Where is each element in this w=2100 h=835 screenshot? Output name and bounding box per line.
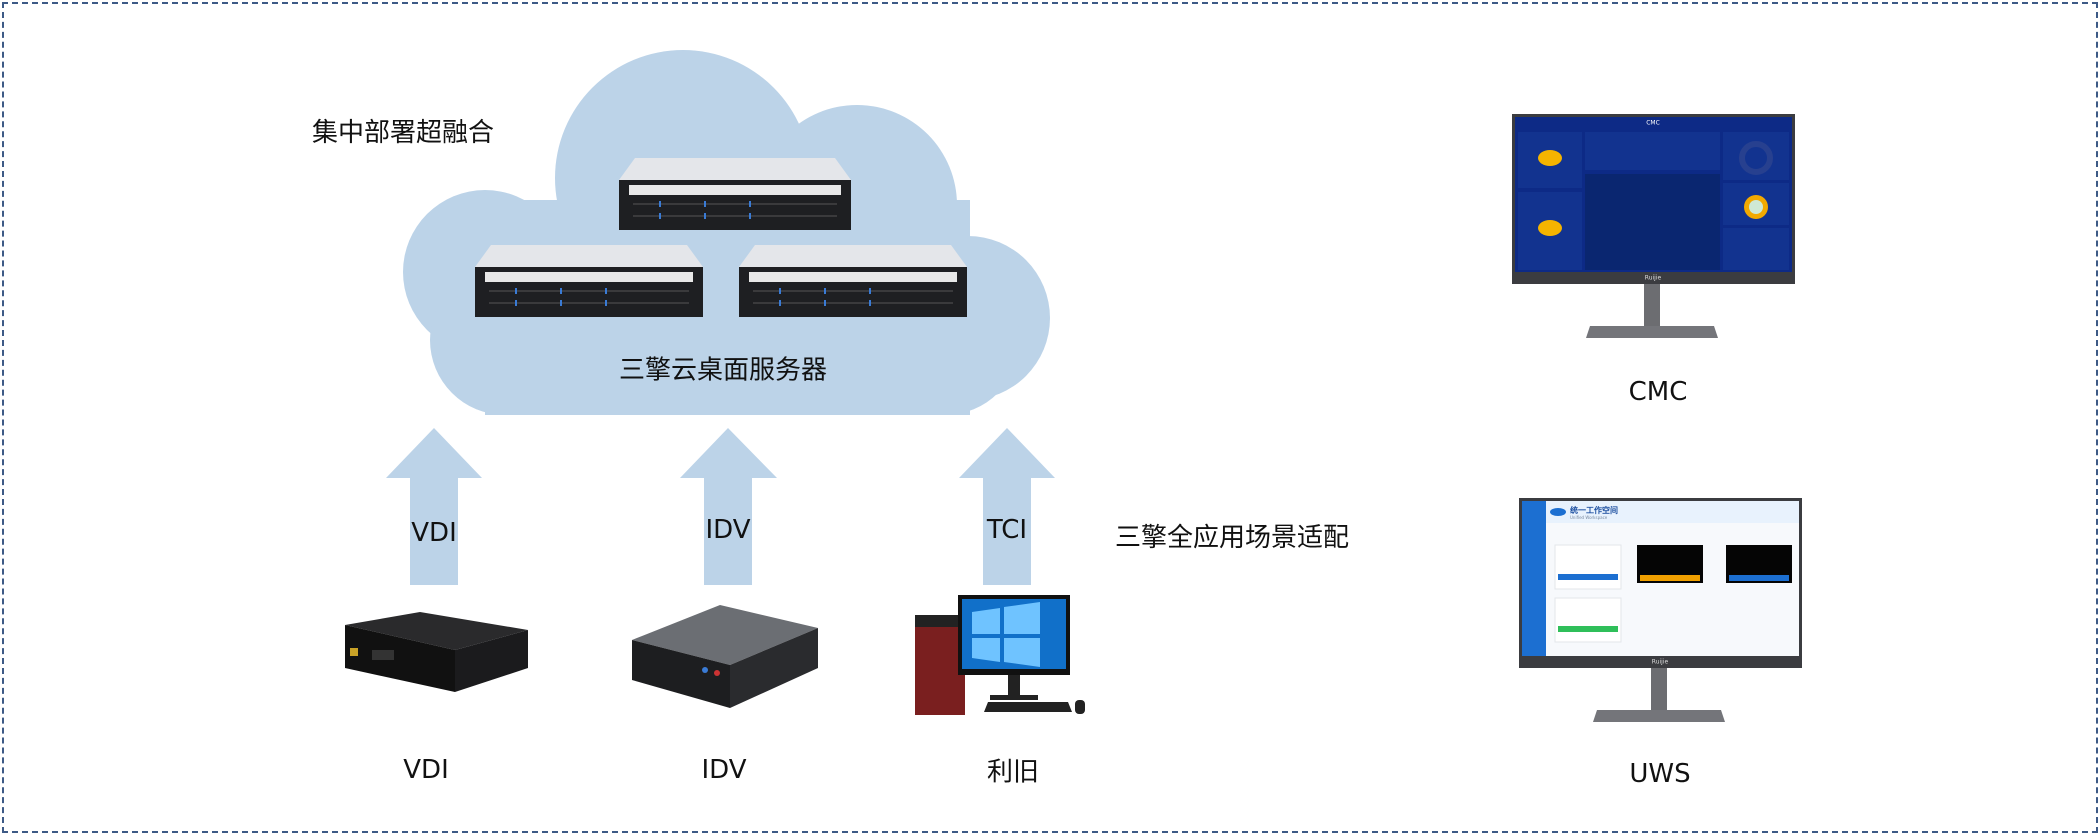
uws-screen-title: 统一工作空间: [1570, 506, 1618, 515]
arrow-label-idv: IDV: [705, 515, 751, 545]
arrow-up-tci: [959, 428, 1055, 585]
scenario-caption: 三擎全应用场景适配: [1115, 523, 1350, 553]
hyperconverged-caption: 集中部署超融合: [312, 118, 495, 148]
server-top: [619, 158, 851, 230]
device-label-vdi: VDI: [403, 755, 449, 785]
cmc-screen-title: CMC: [1646, 119, 1660, 127]
arrow-up-idv: [680, 428, 777, 585]
device-label-idv: IDV: [701, 755, 747, 785]
server-bottom-left: [475, 245, 703, 317]
arrow-label-vdi: VDI: [411, 518, 457, 548]
arrow-up-vdi: [386, 428, 482, 585]
device-label-legacy: 利旧: [986, 757, 1040, 788]
idv-terminal-device: [632, 605, 818, 708]
server-caption: 三擎云桌面服务器: [618, 355, 828, 386]
uws-screen-subtitle: Unified Workspace: [1570, 515, 1608, 520]
uws-monitor: [1519, 498, 1802, 722]
vdi-terminal-device: [345, 612, 528, 692]
monitor-label-uws: UWS: [1629, 759, 1691, 789]
legacy-pc-device: [915, 595, 1085, 715]
uws-monitor-brand: Ruijie: [1651, 658, 1669, 666]
cmc-monitor: [1512, 114, 1795, 338]
monitor-label-cmc: CMC: [1628, 377, 1688, 407]
server-bottom-right: [739, 245, 967, 317]
arrow-label-tci: TCI: [986, 515, 1028, 545]
cmc-monitor-brand: Ruijie: [1644, 274, 1662, 282]
